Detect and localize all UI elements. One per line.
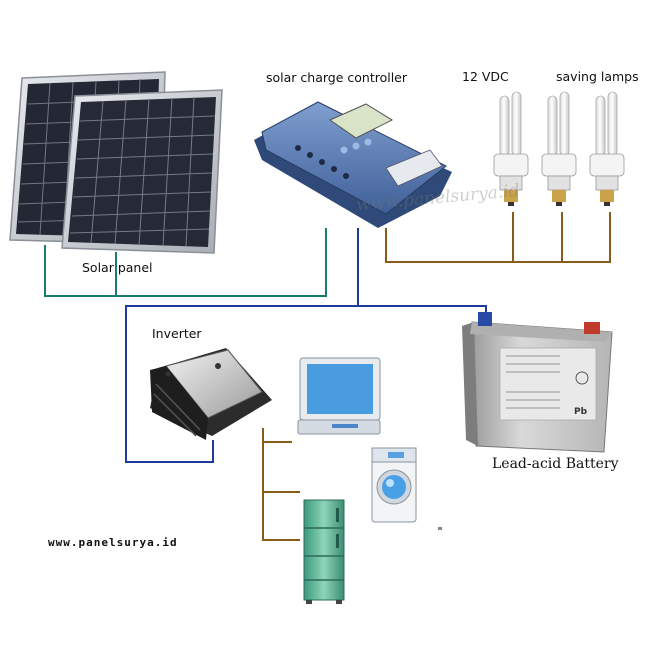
voltage-label: 12 VDC: [462, 69, 509, 84]
saving-lamps-label: saving lamps: [556, 69, 639, 84]
inverter-wire: [125, 305, 358, 463]
battery-wire: [357, 228, 487, 318]
solar-panel-label: Solar panel: [82, 260, 153, 275]
lamp-wire: [385, 212, 611, 263]
website-label: www.panelsurya.id: [48, 536, 178, 549]
refrigerator-icon: [303, 499, 345, 604]
battery-icon: Pb: [462, 312, 613, 453]
charge-controller-icon: [254, 101, 452, 228]
inverter-label: Inverter: [152, 326, 202, 341]
cfl-bulb-icon: [493, 91, 625, 206]
monitor-icon: [297, 357, 381, 435]
wiring: [44, 212, 611, 541]
battery-label: Lead-acid Battery: [492, 456, 619, 472]
washing-machine-icon: [371, 447, 417, 523]
stray-mark: [438, 527, 442, 530]
charge-controller-label: solar charge controller: [266, 70, 408, 85]
solar-panel-icon: [9, 71, 223, 254]
panel-wire: [44, 228, 327, 297]
inverter-icon: [150, 348, 272, 440]
svg-text:Pb: Pb: [574, 407, 588, 417]
ac-wire: [262, 428, 300, 541]
